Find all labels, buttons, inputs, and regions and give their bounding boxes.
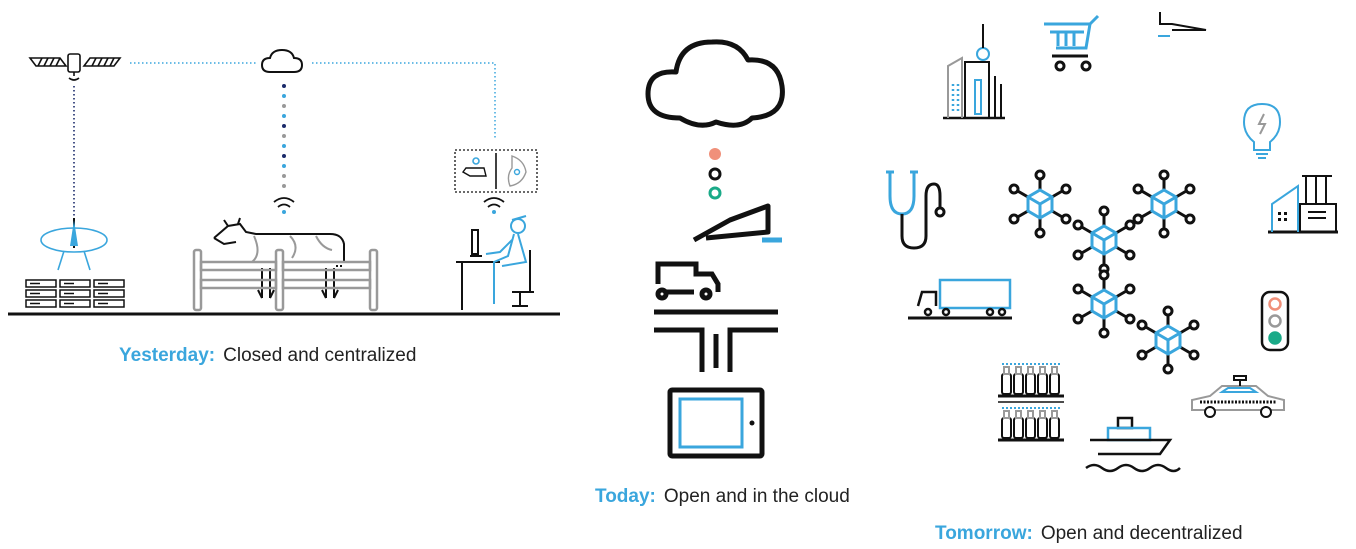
traffic-light-icon [1260, 290, 1290, 352]
road-icon [654, 309, 778, 372]
farmer-at-desk-icon [456, 215, 534, 310]
yesterday-section [8, 48, 560, 316]
bottles-shelf-icon [998, 363, 1064, 442]
airplane-icon [1158, 12, 1207, 37]
today-section [645, 39, 785, 459]
caption-text: Closed and centralized [223, 345, 417, 366]
cow-location-map-icon [454, 149, 538, 193]
wifi-icon [273, 197, 295, 214]
signal-dots [282, 84, 286, 188]
lightbulb-icon [1242, 102, 1282, 159]
airplane-icon [692, 203, 782, 243]
cow-icon [213, 217, 345, 299]
tablet-icon [667, 387, 765, 459]
truck-icon [908, 278, 1012, 320]
caption-yesterday: Yesterday: Closed and centralized [119, 345, 416, 367]
caption-text: Open and in the cloud [663, 486, 850, 507]
caption-lead: Today: [595, 486, 656, 507]
status-dot [708, 167, 722, 181]
satellite-icon [28, 53, 122, 81]
status-dot-red [709, 148, 721, 160]
cloud-icon [645, 39, 785, 128]
caption-lead: Tomorrow: [935, 523, 1033, 544]
dotted-link [312, 62, 496, 140]
truck-icon [655, 261, 721, 301]
caption-text: Open and decentralized [1040, 523, 1243, 544]
tomorrow-section [886, 12, 1338, 473]
caption-lead: Yesterday: [119, 345, 216, 366]
status-dot-green [708, 186, 722, 200]
factory-icon [1268, 175, 1338, 234]
fence-icon [192, 248, 379, 312]
city-building-icon [943, 24, 1005, 120]
caption-today: Today: Open and in the cloud [595, 486, 850, 508]
cloud-icon [260, 48, 304, 73]
server-rack-icon [25, 279, 125, 308]
wifi-icon [483, 197, 505, 214]
satellite-dish-icon [40, 218, 108, 271]
blockchain-network-icon [1008, 169, 1200, 375]
shopping-cart-icon [1044, 14, 1100, 72]
caption-tomorrow: Tomorrow: Open and decentralized [935, 523, 1243, 545]
stethoscope-icon [886, 170, 946, 250]
taxi-icon [1191, 375, 1285, 418]
ship-icon [1085, 416, 1181, 473]
